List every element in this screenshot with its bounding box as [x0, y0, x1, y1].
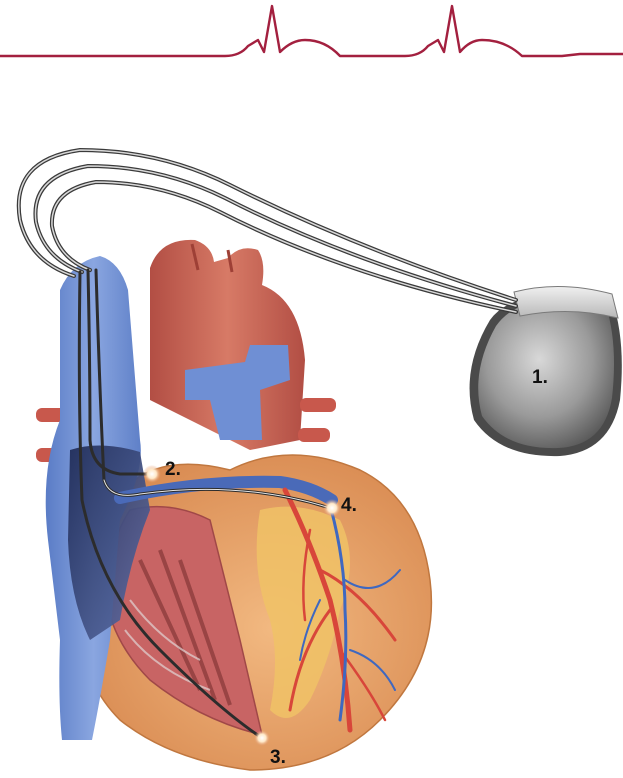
label-coronary-sinus-lead: 4. [341, 496, 357, 515]
ecg-trace [0, 6, 623, 56]
label-atrial-lead: 2. [165, 460, 181, 479]
electrode-ventricular [254, 730, 270, 746]
electrode-coronary-sinus [323, 499, 341, 517]
label-ventricular-lead: 3. [270, 748, 286, 767]
electrode-atrial [143, 465, 161, 483]
label-pacemaker: 1. [532, 368, 548, 387]
